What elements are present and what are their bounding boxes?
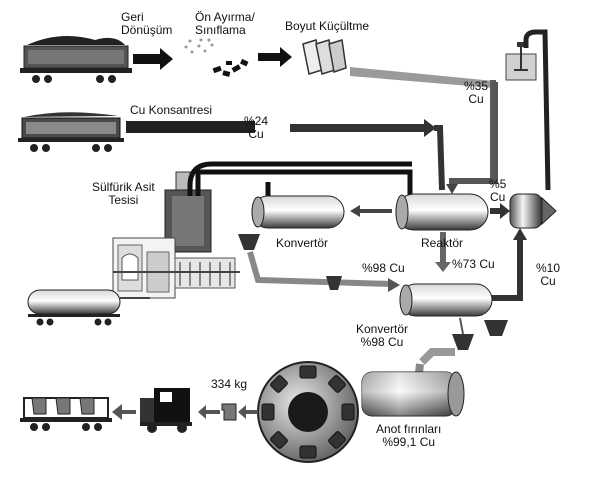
label-converter-2-grade: %98 Cu — [360, 335, 404, 349]
arrow-reactor-down — [435, 232, 451, 272]
label-pct10-value: %10 — [536, 261, 561, 275]
label-pct10-unit: Cu — [540, 274, 556, 288]
label-sulfuric-plant: Sülfürik Asit Tesisi — [92, 181, 155, 207]
anode-plate-icon — [221, 403, 237, 421]
arrow-converter2-to-slag-cleaning — [490, 228, 527, 301]
label-pct5-unit: Cu — [490, 190, 506, 204]
label-pct24-unit: Cu — [248, 127, 264, 141]
label-recycling-line1: Geri — [121, 10, 144, 24]
reactor — [395, 193, 489, 231]
label-pct98-mid: %98 Cu — [362, 261, 405, 275]
converter-2 — [399, 283, 508, 350]
label-pre-separation-line1: Ön Ayırma/ — [195, 10, 255, 24]
truck-icon — [140, 388, 192, 433]
label-pct35-value: %35 — [464, 79, 489, 93]
recycling-railcar — [20, 36, 132, 83]
casting-wheel — [257, 361, 359, 463]
label-recycling: Geri Dönüşüm — [121, 11, 172, 37]
label-pct24: %24 Cu — [244, 115, 268, 141]
label-reactor: Reaktör — [421, 236, 464, 250]
arrow-reactor-to-slag-cleaning — [490, 203, 510, 219]
label-size-reduction: Boyut Küçültme — [285, 19, 370, 33]
label-weight: 334 kg — [211, 377, 248, 391]
label-pct35: %35 Cu — [464, 80, 488, 106]
label-anode-furnace-grade: %99,1 Cu — [382, 435, 436, 449]
label-converter-1: Konvertör — [276, 236, 329, 250]
converter-1 — [238, 195, 345, 250]
label-converter-2: Konvertör %98 Cu — [356, 323, 408, 349]
size-reduction-icon — [302, 39, 347, 75]
label-pct73: %73 Cu — [452, 257, 495, 271]
label-converter-2-name: Konvertör — [356, 322, 409, 336]
label-pct10: %10 Cu — [536, 262, 560, 288]
label-pct35-unit: Cu — [468, 92, 484, 106]
arrow-concentrate-to-reactor — [126, 119, 445, 191]
arrow-converter1-to-converter2 — [247, 251, 400, 292]
arrow-recycling-to-separation — [133, 48, 173, 70]
settling-tank — [505, 29, 551, 191]
concentrate-railcar — [18, 112, 124, 152]
label-pre-separation-line2: Sınıflama — [195, 23, 246, 37]
label-pct5: %5 Cu — [489, 178, 506, 204]
pre-separation-particles-icon — [184, 38, 249, 77]
arrow-reactor-to-converter — [350, 205, 392, 217]
sulfuric-acid-plant — [112, 171, 240, 299]
label-anode-furnace-name: Anot fırınları — [376, 422, 442, 436]
arrow-truck-to-railcar — [112, 404, 136, 420]
slag-cleaning-furnace — [509, 193, 557, 229]
label-pre-separation: Ön Ayırma/ Sınıflama — [195, 11, 255, 37]
label-sulfuric-plant-line1: Sülfürik Asit — [92, 180, 155, 194]
arrow-anode-to-truck — [198, 405, 220, 419]
arrow-separation-to-size-reduction — [258, 47, 292, 67]
anode-railcar — [20, 397, 112, 431]
anode-furnace — [361, 371, 465, 417]
label-anode-furnace: Anot fırınları %99,1 Cu — [376, 423, 441, 449]
arrow-wheel-to-anode — [238, 405, 258, 419]
arrow-size-reduction-to-reactor — [350, 67, 498, 194]
label-pct24-value: %24 — [244, 114, 269, 128]
label-recycling-line2: Dönüşüm — [121, 23, 173, 37]
off-gas-pipes — [187, 161, 413, 196]
storage-tank-railcar — [27, 289, 150, 326]
label-sulfuric-plant-line2: Tesisi — [108, 193, 139, 207]
label-pct5-value: %5 — [489, 177, 507, 191]
label-cu-concentrate: Cu Konsantresi — [130, 103, 213, 117]
